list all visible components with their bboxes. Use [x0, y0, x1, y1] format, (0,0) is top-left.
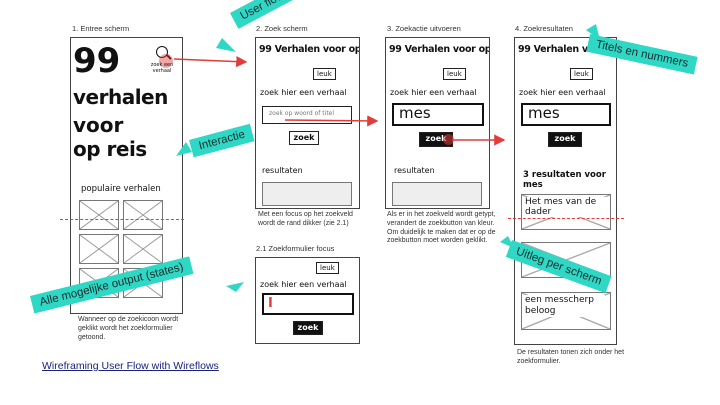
- story-tile[interactable]: [123, 234, 163, 264]
- search-input-focused[interactable]: I: [262, 293, 354, 315]
- result-item[interactable]: Het mes van de dader: [521, 194, 611, 230]
- search-input[interactable]: zoek op woord of titel: [262, 106, 352, 124]
- caption-zoekresultaten: De resultaten tonen zich onder het zoekf…: [517, 349, 625, 365]
- search-placeholder: zoek op woord of titel: [269, 110, 335, 117]
- search-button[interactable]: zoek: [293, 321, 323, 335]
- leuk-bubble: leuk: [313, 68, 336, 80]
- results-area: [392, 182, 482, 206]
- search-button[interactable]: zoek: [548, 132, 582, 147]
- app-header: 99 Verhalen voor op reis: [389, 44, 489, 55]
- search-prompt: zoek hier een verhaal: [260, 280, 347, 289]
- caption-entree: Wanneer op de zoekicoon wordt geklikt wo…: [78, 316, 179, 341]
- search-prompt: zoek hier een verhaal: [390, 88, 477, 97]
- fold-line: [508, 218, 624, 219]
- search-prompt: zoek hier een verhaal: [519, 88, 606, 97]
- search-value: mes: [399, 104, 431, 122]
- popular-stories-heading: populaire verhalen: [81, 184, 161, 194]
- text-cursor: I: [268, 296, 273, 311]
- leuk-bubble: leuk: [570, 68, 593, 80]
- search-input[interactable]: mes: [521, 103, 611, 126]
- hero-title-verhalen: verhalen: [73, 85, 168, 109]
- search-icon-label: zoek een verhaal: [150, 62, 174, 74]
- search-prompt: zoek hier een verhaal: [260, 88, 347, 97]
- flow-arrow-2: [284, 115, 379, 127]
- hero-title-voor: voor: [73, 113, 124, 137]
- story-tile[interactable]: [79, 234, 119, 264]
- caption-zoek: Met een focus op het zoekveld wordt de r…: [258, 211, 353, 227]
- wireframe-focus: leuk zoek hier een verhaal I zoek: [255, 257, 360, 344]
- leuk-bubble: leuk: [316, 262, 339, 274]
- hero-title-99: 99: [73, 41, 121, 81]
- hero-title-op-reis: op reis: [73, 137, 147, 161]
- search-button[interactable]: zoek: [289, 131, 319, 145]
- screen-title-4: 4. Zoekresultaten: [515, 24, 573, 33]
- result-item[interactable]: een messcherp beloog: [521, 292, 611, 330]
- caption-zoekactie: Als er in het zoekveld wordt getypt, ver…: [387, 211, 496, 245]
- story-tile[interactable]: [79, 200, 119, 230]
- results-label: resultaten: [262, 166, 303, 175]
- wireframe-zoek: 99 Verhalen voor op reis leuk zoek hier …: [255, 37, 360, 209]
- results-count: 3 resultaten voor mes: [523, 170, 606, 190]
- wireflow-link[interactable]: Wireframing User Flow with Wireflows: [42, 360, 219, 372]
- click-marker-icon: [159, 54, 173, 68]
- search-icon[interactable]: [156, 46, 168, 58]
- leuk-bubble: leuk: [443, 68, 466, 80]
- result-title: Het mes van de dader: [525, 197, 610, 217]
- results-area: [262, 182, 352, 206]
- click-marker-icon: [443, 134, 454, 145]
- screen-title-2: 2. Zoek scherm: [256, 24, 308, 33]
- screen-title-3: 3. Zoekactie uitvoeren: [387, 24, 461, 33]
- screen-title-1: 1. Entree scherm: [72, 24, 130, 33]
- story-tile[interactable]: [123, 200, 163, 230]
- search-value: mes: [528, 104, 560, 122]
- app-header: 99 Verhalen voor op reis: [259, 44, 359, 55]
- flow-arrow-1: [173, 55, 248, 68]
- result-title: een messcherp beloog: [525, 295, 605, 317]
- search-input[interactable]: mes: [392, 103, 484, 126]
- wireframe-zoekactie: 99 Verhalen voor op reis leuk zoek hier …: [385, 37, 490, 209]
- results-label: resultaten: [394, 166, 435, 175]
- screen-title-5: 2.1 Zoekformulier focus: [256, 244, 335, 253]
- app-header: 99 Verhalen voor op reis: [518, 44, 616, 55]
- fold-line: [60, 219, 184, 220]
